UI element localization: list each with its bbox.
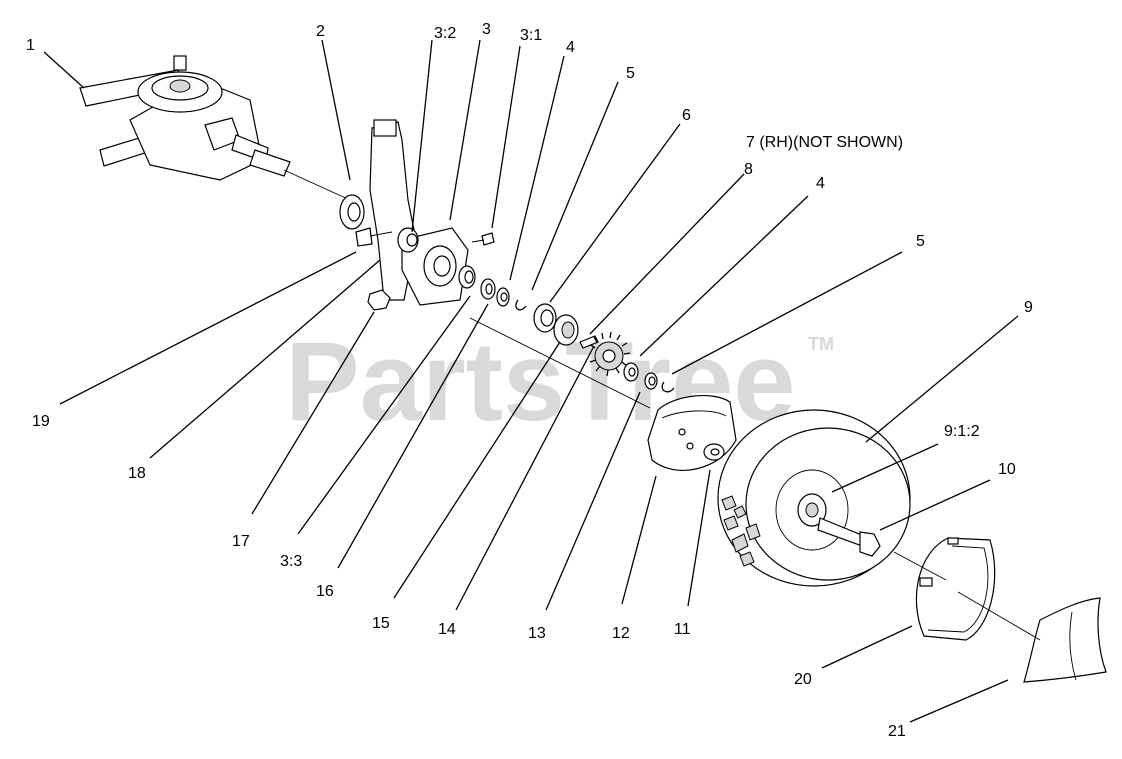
callout-3-1: 3:1 xyxy=(520,27,542,44)
callout-6: 6 xyxy=(682,107,691,124)
callout-10: 10 xyxy=(998,461,1016,478)
axis-line-1 xyxy=(469,317,651,409)
callout-16: 16 xyxy=(316,583,334,600)
hubcap-part-21 xyxy=(1023,597,1107,683)
clip-part-5 xyxy=(515,299,527,311)
washer-part-13 xyxy=(623,362,639,382)
callout-7: 7 (RH)(NOT SHOWN) xyxy=(746,134,903,151)
callout-11: 11 xyxy=(674,621,691,638)
key-part-8 xyxy=(579,335,599,349)
leader-lines xyxy=(43,39,1019,723)
axle-bolt-part-10 xyxy=(817,517,881,557)
washer-part-2 xyxy=(339,194,365,230)
hub-part-11 xyxy=(703,443,725,461)
callout-19: 19 xyxy=(32,413,50,430)
wheel-part-9 xyxy=(717,409,911,587)
screw-part-3-1 xyxy=(471,232,495,246)
callout-2: 2 xyxy=(316,23,325,40)
gear-cover-part-12 xyxy=(647,395,737,471)
callout-5-right: 5 xyxy=(916,233,925,250)
callout-17: 17 xyxy=(232,533,250,550)
callout-9: 9 xyxy=(1024,299,1033,316)
callout-18: 18 xyxy=(128,465,146,482)
callout-4-top: 4 xyxy=(566,39,575,56)
callout-4-right: 4 xyxy=(816,175,825,192)
callout-5-top: 5 xyxy=(626,65,635,82)
callout-21: 21 xyxy=(888,723,906,740)
bearing-part-6 xyxy=(533,303,557,333)
axis-line-3 xyxy=(957,591,1041,641)
axis-line-2 xyxy=(893,551,947,581)
callout-3-3: 3:3 xyxy=(280,553,302,570)
height-bracket-part-3 xyxy=(369,119,469,306)
nut-part-18 xyxy=(367,289,391,311)
bolt-part-19 xyxy=(355,227,393,247)
washer-part-4 xyxy=(496,287,510,307)
callout-8: 8 xyxy=(744,161,753,178)
watermark-trademark: TM xyxy=(808,334,834,354)
hubcap-part-20 xyxy=(915,537,996,641)
callout-1: 1 xyxy=(26,37,35,54)
bearing-part-14 xyxy=(553,314,579,346)
callout-3: 3 xyxy=(482,21,491,38)
callout-15: 15 xyxy=(372,615,390,632)
callout-3-2: 3:2 xyxy=(434,25,456,42)
washer-part-15 xyxy=(480,278,496,300)
bushing-part-16 xyxy=(458,265,476,289)
washer-part-13b xyxy=(644,372,658,390)
callout-14: 14 xyxy=(438,621,456,638)
callout-20: 20 xyxy=(794,671,812,688)
gear-part-4 xyxy=(589,331,631,377)
callout-13: 13 xyxy=(528,625,546,642)
transmission-assembly xyxy=(79,55,351,201)
callout-12: 12 xyxy=(612,625,630,642)
clip-part-5b xyxy=(661,381,675,393)
callout-9-1-2: 9:1:2 xyxy=(944,423,980,440)
